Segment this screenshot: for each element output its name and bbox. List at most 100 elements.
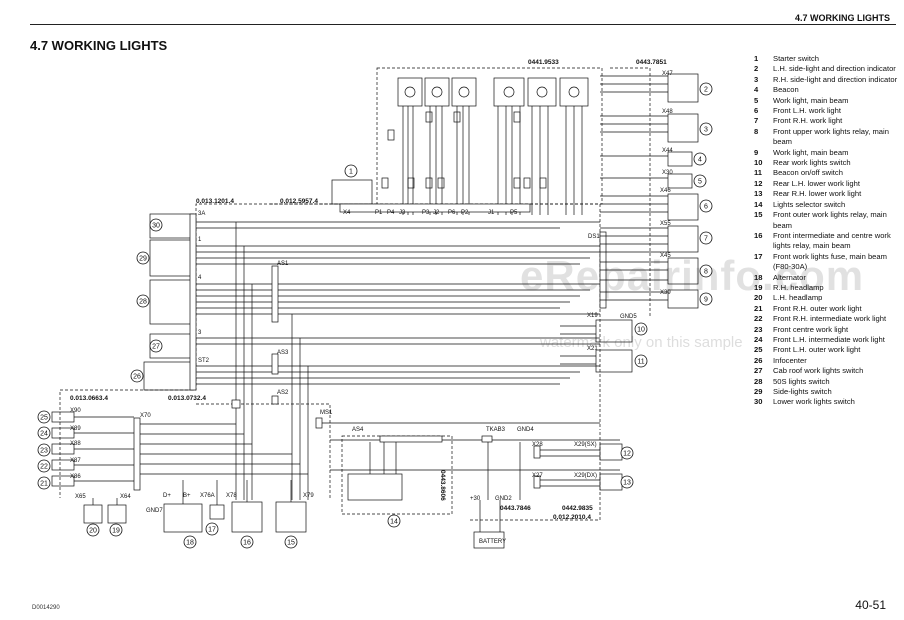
fuse-17 — [209, 504, 225, 520]
component-marker — [86, 523, 100, 537]
component-number: 28 — [139, 299, 147, 306]
legend-item: 10 Rear work lights switch — [754, 158, 899, 168]
connector-label: X21 — [587, 346, 598, 352]
legend-text: Front work lights fuse, main beam (F80-3… — [773, 251, 887, 272]
legend-text: Front R.H. intermediate work light — [773, 314, 887, 324]
legend-number: 23 — [754, 324, 763, 334]
component-number: 23 — [40, 448, 48, 455]
legend-text: Front L.H. outer work light — [773, 345, 861, 355]
harness-frame-cab-roof — [376, 67, 603, 205]
component-number: 1 — [349, 169, 353, 176]
lamp-12 — [599, 443, 623, 461]
harness-code: 0.013.0732.4 — [168, 395, 206, 402]
connector-label: 3A — [198, 211, 205, 217]
legend-number: 15 — [754, 210, 763, 220]
legend-number: 2 — [754, 64, 759, 74]
legend-text: Rear work lights switch — [773, 158, 851, 168]
document-code: D0014290 — [32, 605, 60, 611]
component-marker — [37, 426, 51, 440]
connector-label: J2 — [433, 210, 440, 216]
harness-code: 0441.9533 — [528, 59, 559, 66]
relay-4 — [493, 77, 525, 107]
connector-label: GND2 — [495, 496, 512, 502]
legend-number: 26 — [754, 355, 763, 365]
harness-code: 0442.9835 — [562, 505, 593, 512]
legend-item: 29 Side-lights switch — [754, 387, 899, 397]
component-number: 17 — [208, 527, 216, 534]
harness-frame-mid — [270, 203, 601, 430]
harness-code: 0443.7846 — [500, 505, 531, 512]
connector-label: X19 — [587, 313, 598, 319]
legend-number: 10 — [754, 158, 763, 168]
component-marker — [37, 476, 51, 490]
connector-label: J3 — [399, 210, 406, 216]
lamp-5 — [667, 173, 693, 189]
connector-label: +30 — [470, 496, 481, 502]
component-marker — [136, 294, 150, 308]
connector-label: 3 — [198, 330, 202, 336]
component-number: 12 — [623, 451, 631, 458]
connector-label: X86 — [70, 474, 81, 480]
component-number: 26 — [133, 374, 141, 381]
battery — [473, 531, 505, 549]
component-number: 25 — [40, 415, 48, 422]
page-number: 40-51 — [855, 598, 886, 612]
relay-16 — [231, 501, 263, 533]
selector-switch-14 — [347, 473, 403, 501]
relay-3 — [451, 77, 477, 107]
connector-label: P5 — [510, 210, 518, 216]
legend-number: 21 — [754, 303, 763, 313]
lamp-13 — [599, 473, 623, 491]
legend-text: Lights selector switch — [773, 199, 846, 209]
component-marker — [37, 443, 51, 457]
connector-label: AS4 — [352, 427, 364, 433]
starter-switch-1 — [331, 179, 373, 205]
legend-text: Rear L.H. lower work light — [773, 178, 860, 188]
connector-label: P3 — [422, 210, 430, 216]
headlamp-20 — [83, 504, 103, 524]
legend-number: 29 — [754, 387, 763, 396]
legend-text: Starter switch — [773, 54, 819, 63]
legend-number: 24 — [754, 334, 763, 344]
connector-label: TKAB3 — [486, 427, 506, 433]
legend-text: L.H. headlamp — [773, 293, 823, 303]
legend-number: 3 — [754, 74, 759, 84]
connector-label: D+ — [163, 493, 171, 499]
component-number: 21 — [40, 481, 48, 488]
connector-label: X45 — [660, 253, 671, 259]
legend-text: Front L.H. intermediate work light — [773, 334, 885, 344]
connector-label: X87 — [70, 458, 81, 464]
legend-text: Side-lights switch — [773, 387, 832, 396]
connector-label: X4 — [343, 210, 351, 216]
component-number: 22 — [40, 464, 48, 471]
legend-text: Front upper work lights relay, main beam — [773, 126, 889, 147]
harness-code: 0443.7851 — [636, 59, 667, 66]
harness-code: 0.012.2010.4 — [553, 514, 591, 521]
legend-number: 7 — [754, 116, 759, 126]
lamp-3 — [667, 113, 699, 143]
component-number: 20 — [89, 528, 97, 535]
legend-number: 14 — [754, 199, 763, 209]
component-marker — [130, 369, 144, 383]
legend-number: 25 — [754, 345, 763, 355]
connector-label: B+ — [183, 493, 191, 499]
component-marker — [387, 514, 401, 528]
component-marker — [699, 122, 713, 136]
component-marker — [284, 535, 298, 549]
